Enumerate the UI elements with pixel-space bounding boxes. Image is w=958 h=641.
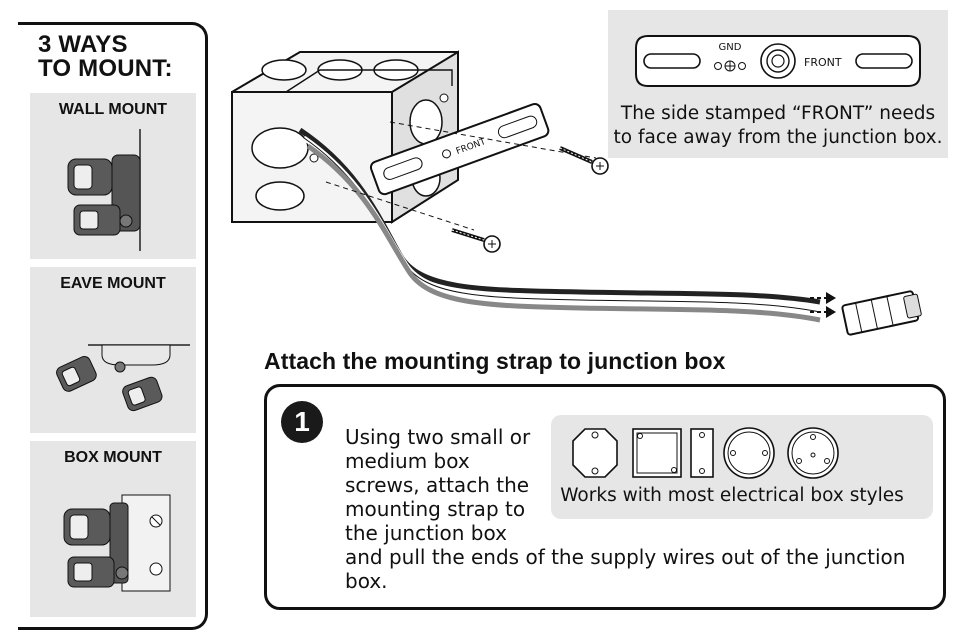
- step-instruction-bottom: and pull the ends of the supply wires ou…: [345, 545, 906, 593]
- mount-options-title: 3 WAYS TO MOUNT:: [38, 33, 173, 81]
- box-mount-label: BOX MOUNT: [64, 449, 162, 466]
- mount-options-title-line1: 3 WAYS: [38, 31, 128, 58]
- box-mount-illustration: [63, 494, 171, 592]
- note-line1: The side stamped “FRONT” needs: [620, 103, 936, 124]
- box-styles-panel: Works with most electrical box styles: [551, 415, 933, 519]
- front-label: FRONT: [804, 56, 842, 69]
- wall-mount-card: WALL MOUNT: [30, 93, 196, 259]
- eave-mount-card: EAVE MOUNT: [30, 267, 196, 433]
- upper-screw: [559, 146, 609, 175]
- step-1-box: 1 Using two small or medium box screws, …: [264, 384, 946, 610]
- front-orientation-text: The side stamped “FRONT” needs to face a…: [608, 102, 948, 150]
- single-gang-box-icon: [690, 428, 714, 478]
- mount-options-panel: 3 WAYS TO MOUNT: WALL MOUNT EAVE MOUNT: [18, 22, 208, 630]
- box-styles-caption: Works with most electrical box styles: [560, 485, 904, 506]
- box-styles-icons: [572, 427, 839, 479]
- step-instruction-top: Using two small or medium box screws, at…: [345, 425, 531, 545]
- section-heading: Attach the mounting strap to junction bo…: [264, 348, 726, 374]
- junction-box-illustration: FRONT: [231, 50, 922, 336]
- wall-mount-illustration: [67, 129, 141, 251]
- eave-mount-illustration: [56, 344, 190, 412]
- square-box-icon: [632, 428, 682, 478]
- mounting-strap-diagram: GND FRONT: [635, 35, 921, 87]
- lower-screw: [451, 228, 501, 253]
- round-box-icon: [723, 427, 775, 479]
- wall-mount-label: WALL MOUNT: [58, 101, 168, 118]
- step-number-badge: 1: [281, 401, 323, 443]
- note-line2: to face away from the junction box.: [613, 127, 943, 148]
- pancake-box-icon: [787, 427, 839, 479]
- mount-options-title-line2: TO MOUNT:: [38, 55, 173, 82]
- octagon-box-icon: [572, 428, 618, 478]
- box-mount-card: BOX MOUNT: [30, 441, 196, 617]
- eave-mount-label: EAVE MOUNT: [60, 275, 166, 292]
- front-orientation-note: GND FRONT The side stamped “FRONT” needs…: [608, 10, 948, 158]
- wire-connector: [810, 290, 922, 336]
- gnd-label: GND: [719, 42, 742, 53]
